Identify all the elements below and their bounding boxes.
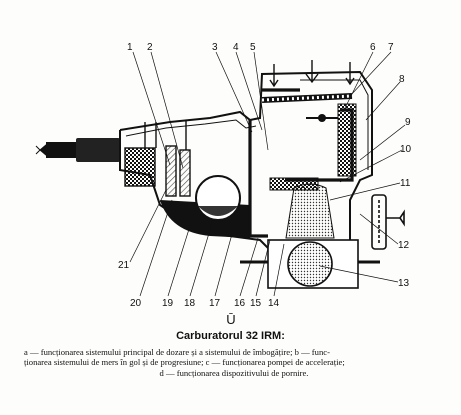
choke-spring — [261, 93, 357, 177]
jets-and-needles — [124, 120, 191, 197]
callout-21: 21 — [118, 260, 130, 271]
carburetor-body — [119, 70, 373, 251]
throttle-housing — [240, 239, 380, 289]
callout-13: 13 — [398, 278, 410, 289]
callout-10: 10 — [400, 144, 412, 155]
callout-4: 4 — [233, 42, 239, 53]
emulsion-spray — [269, 177, 335, 239]
butterfly-valve — [306, 114, 338, 122]
callout-15: 15 — [250, 298, 262, 309]
callout-17: 17 — [209, 298, 221, 309]
accelerator-pump — [371, 194, 405, 250]
float-chamber — [160, 175, 250, 238]
callout-numbers: 1 2 3 4 5 6 7 8 9 10 11 12 13 14 15 16 1… — [118, 42, 412, 309]
callout-14: 14 — [268, 298, 280, 309]
callout-12: 12 — [398, 240, 410, 251]
air-flow-arrows — [269, 60, 355, 88]
figure-sub-label: Ū — [226, 312, 236, 327]
callout-8: 8 — [399, 74, 405, 85]
callout-3: 3 — [212, 42, 218, 53]
callout-20: 20 — [130, 298, 142, 309]
callout-18: 18 — [184, 298, 196, 309]
callout-6: 6 — [370, 42, 376, 53]
caption-line-2: ționarea sistemului de mers în gol și de… — [24, 357, 345, 368]
carburetor-diagram: 1 2 3 4 5 6 7 8 9 10 11 12 13 14 15 16 1… — [35, 42, 412, 309]
caption-line-1: a — funcționarea sistemului principal de… — [24, 347, 330, 357]
caption-text: a — funcționarea sistemului principal de… — [24, 347, 444, 378]
inlet-fitting — [35, 138, 120, 162]
callout-1: 1 — [127, 42, 133, 53]
callout-9: 9 — [405, 117, 411, 128]
callout-11: 11 — [400, 178, 411, 189]
callout-2: 2 — [147, 42, 153, 53]
caption-title: Carburatorul 32 IRM: — [176, 330, 285, 342]
caption-line-3: d — funcționarea dispozitivului de porni… — [159, 367, 309, 378]
callout-lines — [129, 51, 406, 297]
callout-7: 7 — [388, 42, 394, 53]
callout-16: 16 — [234, 298, 246, 309]
callout-5: 5 — [250, 42, 256, 53]
callout-19: 19 — [162, 298, 174, 309]
